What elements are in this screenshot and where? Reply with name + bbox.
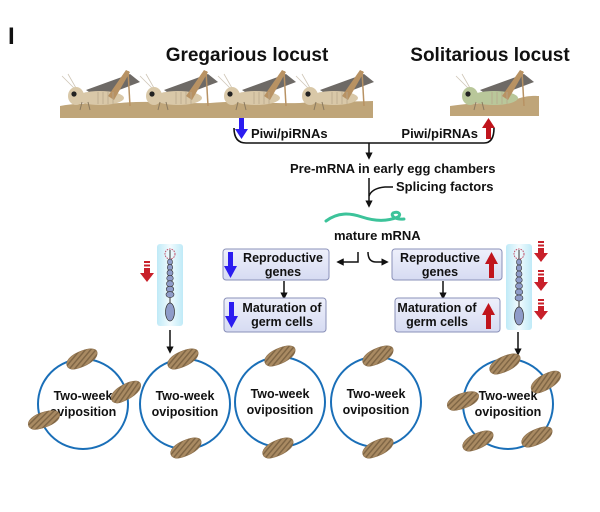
egg-pod-icon [262, 437, 294, 459]
oviposition-line2: oviposition [343, 403, 410, 417]
egg-pod-icon [447, 391, 479, 411]
up-arrow-icon [485, 252, 498, 278]
mrna-strand-icon [324, 210, 406, 223]
box-line1: Maturation of [242, 301, 322, 315]
oviposition-line1: Two-week [54, 389, 113, 403]
oviposition-line2: oviposition [50, 405, 117, 419]
egg-pod-icon [489, 353, 521, 375]
box-line1: Reproductive [400, 251, 480, 265]
mature-mrna-label: mature mRNA [334, 228, 421, 243]
piwi-up-arrow-icon [482, 118, 495, 139]
locust-icon [61, 70, 140, 111]
locust-icon [455, 70, 534, 111]
egg-pod-icon [264, 345, 296, 367]
egg-pod-icon [521, 426, 553, 448]
split-arrow-left [336, 252, 359, 266]
ovariole-left [157, 244, 183, 326]
down-arrow-icon [534, 241, 548, 262]
egg-pod-icon [110, 380, 141, 404]
egg-pod-icon [462, 430, 494, 452]
piwi-bracket [233, 127, 495, 144]
gregarious-title: Gregarious locust [166, 45, 329, 66]
piwi-right-label: Piwi/piRNAs [401, 126, 478, 141]
egg-pod-icon [66, 348, 98, 370]
locust-icon [139, 70, 218, 111]
down-arrow-icon [225, 302, 238, 328]
oviposition-line2: oviposition [475, 405, 542, 419]
locust-icon [295, 70, 374, 111]
piwi-left-label: Piwi/piRNAs [251, 126, 328, 141]
oviposition-line2: oviposition [247, 403, 314, 417]
oviposition-line1: Two-week [156, 389, 215, 403]
oviposition-circle: Two-week oviposition [447, 353, 561, 452]
down-arrow-icon [534, 299, 548, 320]
down-arrow-icon [140, 261, 154, 282]
left-reproductive-genes-box: Reproductive genes [222, 248, 330, 281]
piwi-down-arrow-icon [235, 118, 248, 139]
box-line2: genes [265, 265, 301, 279]
oviposition-line1: Two-week [251, 387, 310, 401]
egg-pod-icon [530, 370, 561, 394]
locust-icon [217, 70, 296, 111]
oviposition-line1: Two-week [347, 387, 406, 401]
splicing-factors-label: Splicing factors [396, 179, 494, 194]
ovariole-right-arrows [534, 241, 548, 320]
egg-pod-icon [167, 348, 199, 370]
oviposition-circle: Two-week oviposition [330, 345, 422, 459]
solitarious-ground [450, 95, 539, 116]
pre-mrna-label: Pre-mRNA in early egg chambers [290, 161, 495, 176]
right-maturation-box: Maturation of germ cells [394, 297, 501, 333]
splicing-connector [368, 186, 393, 197]
oviposition-circles: Two-weekovipositionTwo-weekovipositionTw… [28, 345, 561, 459]
gregarious-ground [60, 101, 373, 118]
down-arrow-icon [534, 270, 548, 291]
box-line2: germ cells [251, 315, 313, 329]
oviposition-circle: Two-week oviposition [139, 348, 231, 459]
egg-pod-icon [362, 437, 394, 459]
solitarious-locust-group [450, 70, 539, 116]
gregarious-locust-group [60, 70, 374, 118]
ovariole-right [506, 244, 532, 330]
solitarious-title: Solitarious locust [410, 45, 570, 66]
egg-pod-icon [28, 410, 60, 430]
oviposition-circle: Two-week oviposition [234, 345, 326, 459]
right-reproductive-genes-box: Reproductive genes [391, 248, 503, 281]
ovariole-left-arrows [140, 261, 154, 282]
box-line2: genes [422, 265, 458, 279]
box-line1: Maturation of [397, 301, 477, 315]
oviposition-line1: Two-week [479, 389, 538, 403]
box-line1: Reproductive [243, 251, 323, 265]
box-line2: germ cells [406, 315, 468, 329]
split-arrow-right [367, 251, 389, 266]
oviposition-circle: Two-week oviposition [28, 348, 141, 450]
egg-pod-icon [362, 345, 394, 367]
egg-pod-icon [170, 437, 202, 459]
up-arrow-icon [482, 303, 495, 329]
oviposition-line2: oviposition [152, 405, 219, 419]
panel-label: I [8, 23, 15, 50]
down-arrow-icon [224, 252, 237, 278]
left-maturation-box: Maturation of germ cells [223, 297, 327, 333]
